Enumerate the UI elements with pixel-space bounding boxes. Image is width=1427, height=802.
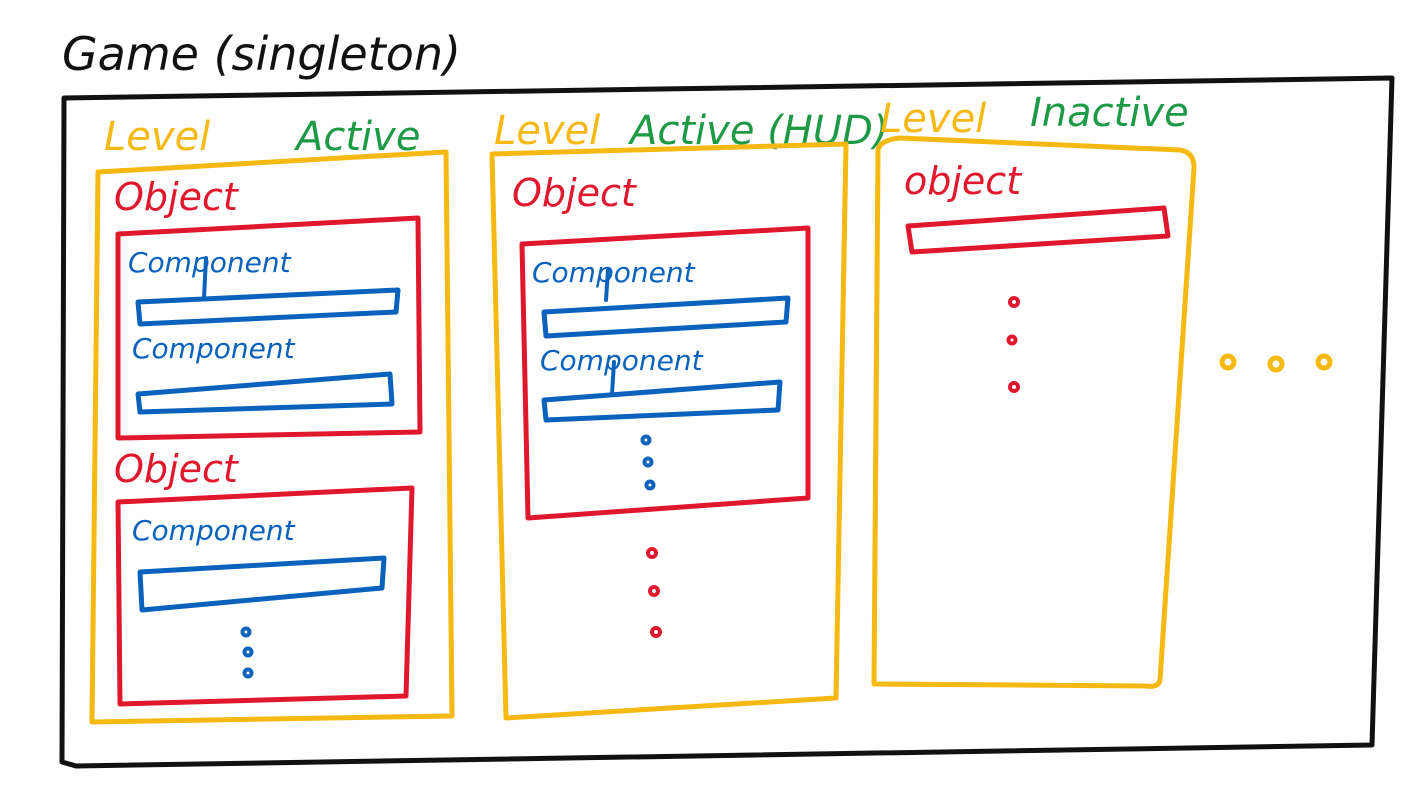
game-title: Game (singleton): [62, 27, 461, 81]
level-3-object-1-label: object: [904, 159, 1023, 203]
level-3-object-1-bar: [905, 205, 1171, 255]
level-1-object-1-box: [115, 215, 423, 441]
level-3-label: Level: [880, 96, 986, 142]
level-2-object-1-component-2-stem: [610, 360, 616, 396]
level-1-object-1-component-1-label: Component: [128, 246, 292, 279]
level-1-object-1-component-2-bar: [135, 371, 395, 415]
level-1-object-2-label: Object: [114, 447, 240, 491]
level-3-box: [871, 135, 1197, 689]
more-levels-dots: [1219, 353, 1333, 373]
level-1-object-2-more-components-dots: [240, 626, 254, 679]
level-2-object-1-label: Object: [512, 171, 638, 215]
level-1-object-1-component-1-bar: [135, 287, 401, 327]
level-2-object-1-component-1-label: Component: [532, 256, 696, 289]
game-container: [59, 75, 1395, 769]
level-2-object-1-more-components-dots: [640, 434, 656, 491]
level-2-object-1-component-1-bar: [541, 295, 791, 339]
level-1-object-2-component-1-bar: [137, 555, 387, 613]
level-2-more-objects-dots: [646, 547, 662, 638]
level-2-object-1-component-2-label: Component: [540, 344, 704, 377]
level-1-label: Level: [104, 114, 210, 160]
level-2-object-1-component-1-stem: [604, 268, 610, 302]
level-1-object-1-component-1-stem: [202, 256, 208, 300]
level-3-state: Inactive: [1030, 90, 1189, 136]
level-2-object-1-component-2-bar: [541, 379, 783, 423]
level-1-object-2-component-1-label: Component: [132, 514, 296, 547]
level-1-object-1-label: Object: [114, 175, 240, 219]
level-1-object-2-box: [115, 485, 415, 707]
level-1-box: [89, 149, 455, 725]
level-2-object-1-box: [519, 225, 811, 521]
level-3-more-objects-dots: [1006, 296, 1020, 393]
level-2-label: Level: [494, 108, 600, 154]
level-1-object-1-component-2-label: Component: [132, 332, 296, 365]
level-2-box: [489, 141, 849, 721]
